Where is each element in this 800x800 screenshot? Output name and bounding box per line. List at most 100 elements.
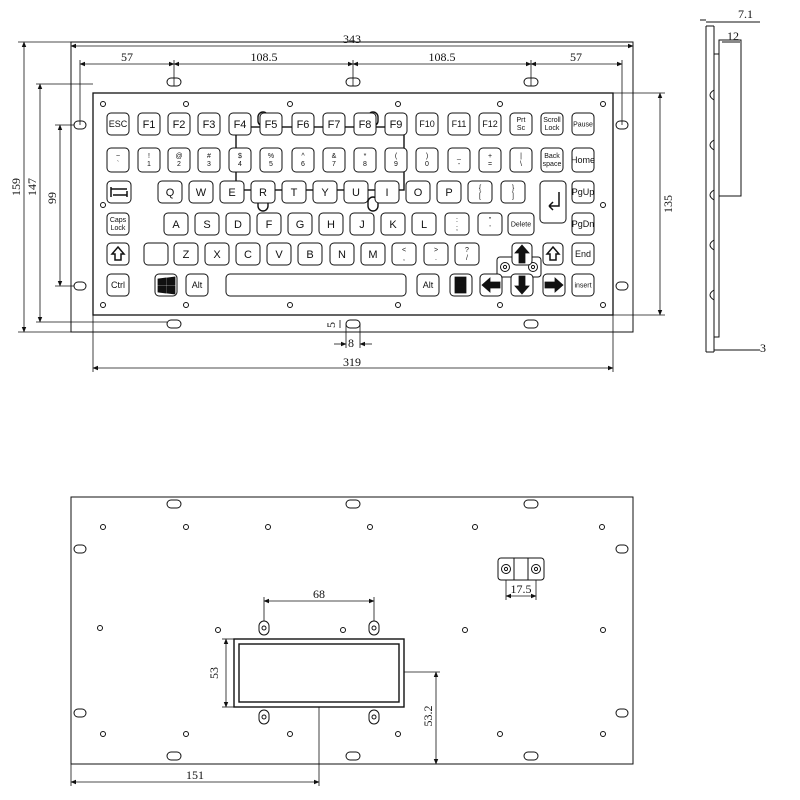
key-r[interactable]: R: [250, 180, 276, 204]
key-backslash[interactable]: |\: [509, 147, 533, 173]
key-h[interactable]: H: [318, 212, 344, 236]
key-delete[interactable]: Delete: [507, 212, 535, 236]
key-menu[interactable]: [449, 273, 473, 297]
key-lbrace[interactable]: {[: [467, 180, 493, 204]
key-right[interactable]: [542, 273, 566, 297]
key-lshift[interactable]: [106, 242, 130, 266]
key-1[interactable]: !1: [137, 147, 161, 173]
key-tab[interactable]: [106, 180, 132, 204]
key-u[interactable]: U: [343, 180, 369, 204]
key-7[interactable]: &7: [322, 147, 346, 173]
key-5[interactable]: %5: [259, 147, 283, 173]
key-i[interactable]: I: [374, 180, 400, 204]
key-b[interactable]: B: [297, 242, 323, 266]
key-end[interactable]: End: [571, 242, 595, 266]
key-slash[interactable]: ?/: [454, 242, 480, 266]
key-8-cap: [353, 147, 377, 173]
key-x[interactable]: X: [204, 242, 230, 266]
key-f2[interactable]: F2: [167, 112, 191, 136]
key-n[interactable]: N: [329, 242, 355, 266]
key-c[interactable]: C: [235, 242, 261, 266]
key-9[interactable]: (9: [384, 147, 408, 173]
key-pause[interactable]: Pause: [571, 112, 595, 136]
key-equal[interactable]: +=: [478, 147, 502, 173]
key-pgup[interactable]: PgUp: [571, 180, 595, 204]
key-0[interactable]: )0: [415, 147, 439, 173]
key-rbrace[interactable]: }]: [500, 180, 526, 204]
key-k[interactable]: K: [380, 212, 406, 236]
key-ralt[interactable]: Alt: [416, 273, 440, 297]
key-ctrl[interactable]: Ctrl: [106, 273, 130, 297]
key-q[interactable]: Q: [157, 180, 183, 204]
key-s[interactable]: S: [194, 212, 220, 236]
key-p[interactable]: P: [436, 180, 462, 204]
key-g[interactable]: G: [287, 212, 313, 236]
key-down[interactable]: [510, 273, 534, 297]
key-f1-label: F1: [143, 119, 156, 131]
key-left[interactable]: [479, 273, 503, 297]
key-f6[interactable]: F6: [291, 112, 315, 136]
key-f8[interactable]: F8: [353, 112, 377, 136]
key-f3[interactable]: F3: [197, 112, 221, 136]
key-win[interactable]: [154, 273, 178, 297]
key-f5[interactable]: F5: [259, 112, 283, 136]
key-pgdn[interactable]: PgDn: [571, 212, 595, 236]
key-m-label: M: [368, 249, 377, 261]
key-minus[interactable]: _-: [447, 147, 471, 173]
key-a[interactable]: A: [163, 212, 189, 236]
key-6[interactable]: ^6: [291, 147, 315, 173]
key-m[interactable]: M: [360, 242, 386, 266]
key-q-label: Q: [166, 187, 175, 199]
key-3[interactable]: #3: [197, 147, 221, 173]
key-y[interactable]: Y: [312, 180, 338, 204]
key-rshift[interactable]: [542, 242, 564, 266]
key-v[interactable]: V: [266, 242, 292, 266]
key-lalt[interactable]: Alt: [185, 273, 209, 297]
key-z[interactable]: Z: [173, 242, 199, 266]
key-f5-cap: [259, 112, 283, 136]
key-f12-cap: [478, 112, 502, 136]
key-esc[interactable]: ESC: [106, 112, 130, 136]
key-l[interactable]: L: [411, 212, 437, 236]
key-d[interactable]: D: [225, 212, 251, 236]
key-f1[interactable]: F1: [137, 112, 161, 136]
key-2-label: @2: [175, 153, 182, 168]
key-o[interactable]: O: [405, 180, 431, 204]
key-lshift-cap: [106, 242, 130, 266]
key-insert[interactable]: insert: [571, 273, 595, 297]
key-blank[interactable]: [143, 242, 169, 266]
key-e[interactable]: E: [219, 180, 245, 204]
key-f[interactable]: F: [256, 212, 282, 236]
key-minus-cap: [447, 147, 471, 173]
key-space[interactable]: [225, 273, 407, 297]
key-8[interactable]: *8: [353, 147, 377, 173]
key-up[interactable]: [511, 242, 533, 266]
key-j[interactable]: J: [349, 212, 375, 236]
key-f12[interactable]: F12: [478, 112, 502, 136]
key-period-label: >.: [434, 247, 438, 262]
key-f7[interactable]: F7: [322, 112, 346, 136]
dim-cutout-offset-x: 151: [186, 768, 204, 782]
key-f9[interactable]: F9: [384, 112, 408, 136]
key-colon[interactable]: :;: [444, 212, 470, 236]
key-t[interactable]: T: [281, 180, 307, 204]
key-4[interactable]: $4: [228, 147, 252, 173]
key-f11[interactable]: F11: [447, 112, 471, 136]
key-comma[interactable]: <,: [391, 242, 417, 266]
key-f2-label: F2: [173, 119, 186, 131]
key-w[interactable]: W: [188, 180, 214, 204]
key-home[interactable]: Home: [571, 147, 595, 173]
key-quote[interactable]: "': [477, 212, 503, 236]
key-period[interactable]: >.: [423, 242, 449, 266]
key-2[interactable]: @2: [167, 147, 191, 173]
key-enter[interactable]: [539, 180, 567, 224]
key-end-label: End: [575, 249, 591, 259]
key-f10[interactable]: F10: [415, 112, 439, 136]
key-s-cap: [194, 212, 220, 236]
key-f4[interactable]: F4: [228, 112, 252, 136]
key-tilde[interactable]: ~`: [106, 147, 130, 173]
